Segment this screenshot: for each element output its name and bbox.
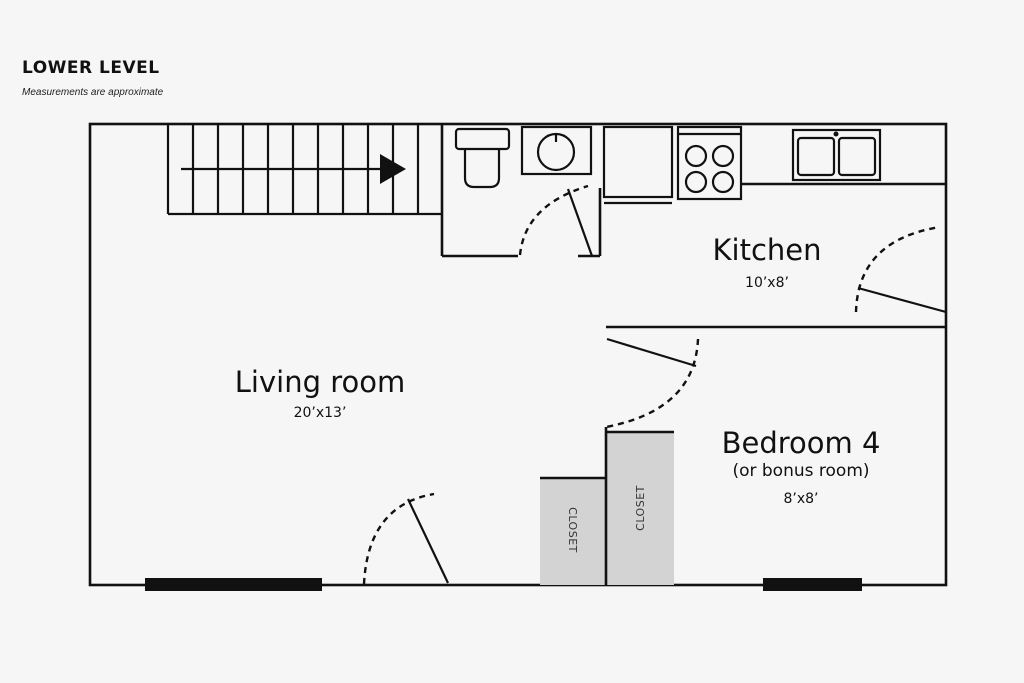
closet-2 — [606, 432, 674, 585]
kitchen-door — [857, 286, 947, 314]
bedroom-subtitle: (or bonus room) — [732, 461, 869, 481]
bedroom-dims: 8’x8’ — [784, 491, 819, 507]
bedroom-door-swing — [605, 338, 700, 429]
closet-1-label: CLOSET — [566, 507, 579, 553]
bathroom-sink-icon — [520, 125, 593, 176]
bedroom-door — [606, 337, 697, 368]
kitchen-name: Kitchen — [713, 233, 822, 267]
window-living-room — [145, 578, 322, 591]
fridge-icon — [602, 125, 674, 205]
kitchen-appliances — [602, 125, 946, 205]
entry-door-swing — [362, 492, 435, 585]
bedroom-name: Bedroom 4 — [722, 426, 881, 460]
kitchen-door-swing — [854, 225, 941, 313]
stair-direction-arrow-icon — [380, 154, 406, 184]
toilet-icon — [454, 127, 511, 189]
closet-2-label: CLOSET — [634, 485, 647, 531]
staircase — [166, 124, 442, 216]
entry-door — [407, 498, 449, 584]
bathroom-door — [566, 188, 594, 257]
window-bedroom — [763, 578, 862, 591]
measurements-note: Measurements are approximate — [22, 87, 164, 98]
living-room-name: Living room — [235, 365, 405, 399]
stove-icon — [676, 125, 743, 201]
kitchen-sink-icon — [791, 128, 882, 182]
outer-wall — [88, 122, 948, 587]
closet-1 — [540, 478, 606, 585]
plan-title: LOWER LEVEL — [22, 58, 160, 78]
bathroom — [440, 124, 602, 258]
kitchen-dims: 10’x8’ — [745, 275, 789, 291]
bathroom-door-swing — [518, 184, 589, 256]
living-room-dims: 20’x13’ — [294, 405, 347, 421]
